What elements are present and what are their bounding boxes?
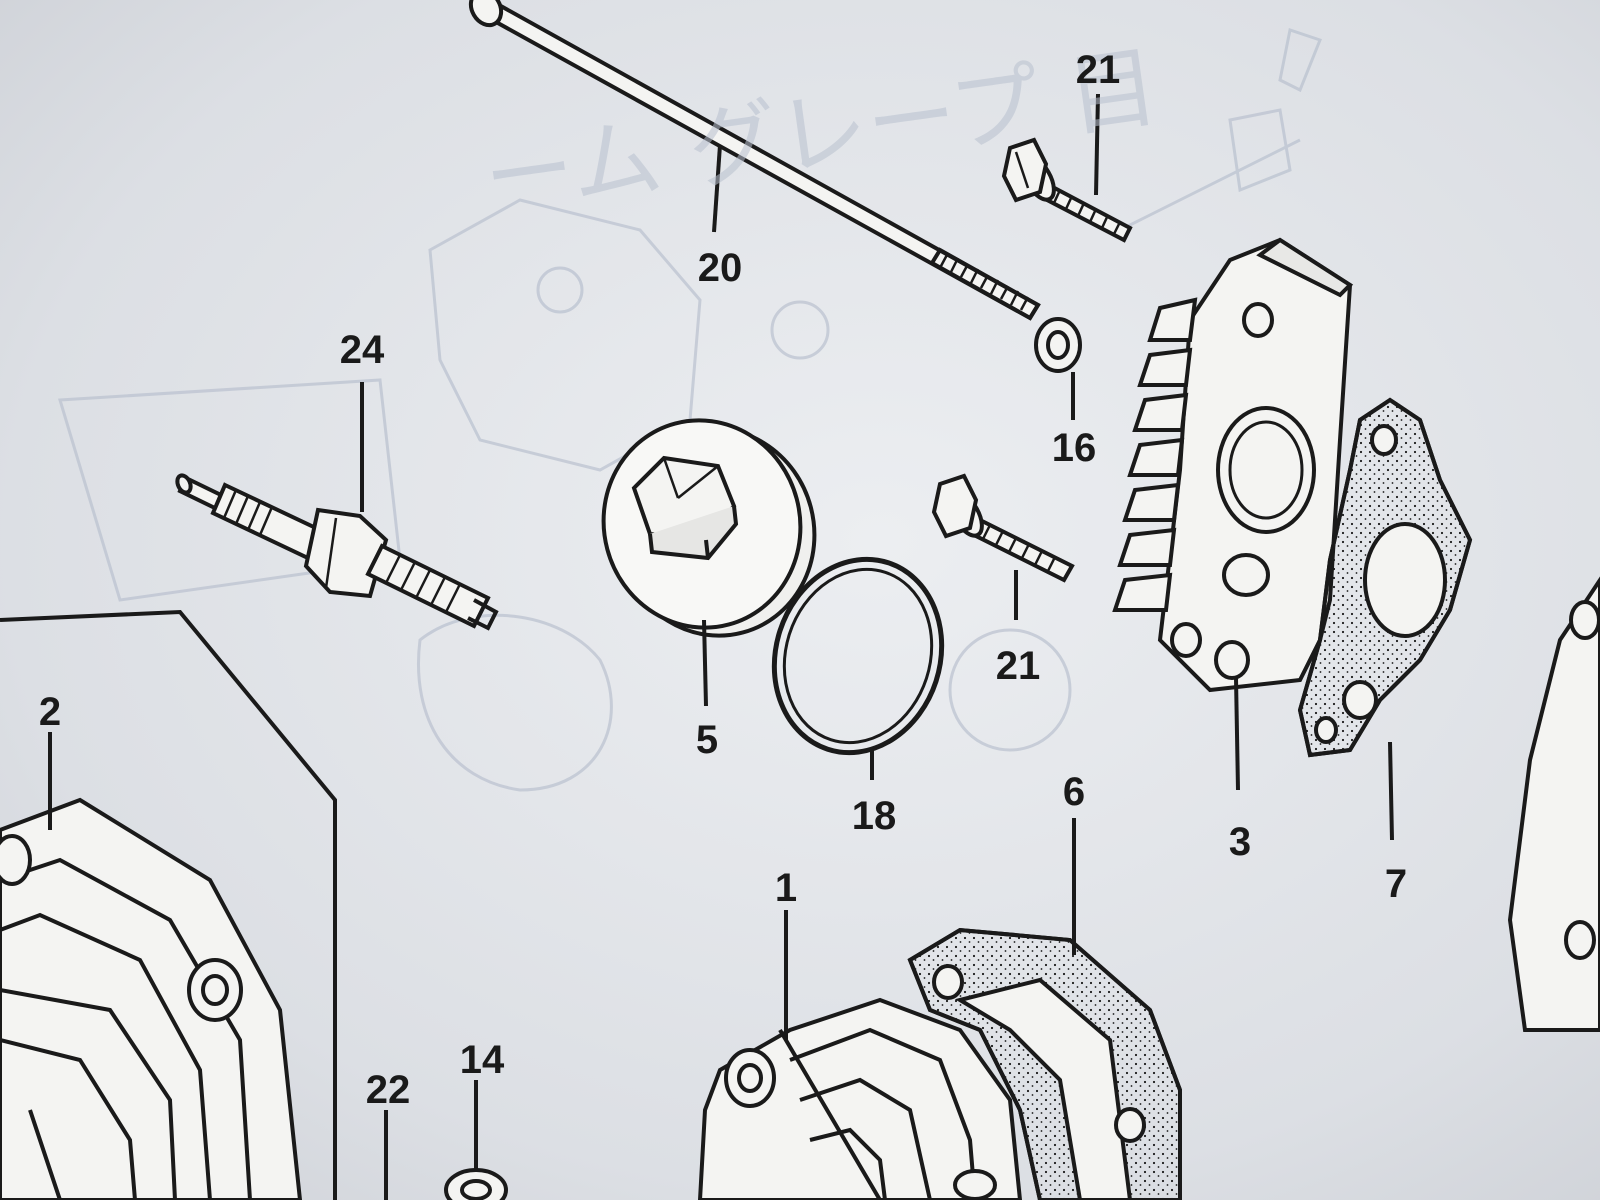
gasket-bottom [907, 927, 1182, 1200]
callout-2: 2 [38, 690, 62, 734]
callout-20: 20 [697, 246, 743, 290]
callout-7: 7 [1384, 862, 1408, 906]
callout-21-lower: 21 [995, 644, 1041, 688]
o-ring [771, 556, 945, 756]
callout-3: 3 [1228, 820, 1252, 864]
partial-part-right-edge [1507, 576, 1600, 1032]
callout-1: 1 [774, 866, 798, 910]
callout-18: 18 [851, 794, 897, 838]
long-stud-bolt [468, 0, 1041, 321]
callout-24: 24 [339, 328, 385, 372]
callout-14: 14 [459, 1038, 505, 1082]
spark-plug [175, 473, 499, 631]
callout-22: 22 [365, 1068, 411, 1112]
callout-16: 16 [1051, 426, 1097, 470]
flange-bolt-upper [1001, 137, 1133, 243]
washer [1034, 317, 1082, 373]
seal-ring [444, 1168, 508, 1200]
flange-bolt-lower [931, 473, 1075, 583]
gasket-right [1297, 397, 1473, 758]
finned-body [1112, 237, 1354, 693]
cylinder-head-bottom [697, 997, 1023, 1200]
cylinder-head-left [0, 609, 337, 1200]
callout-6: 6 [1062, 770, 1086, 814]
callout-5: 5 [695, 718, 719, 762]
drain-plug [601, 418, 817, 638]
callout-21-upper: 21 [1075, 48, 1121, 92]
leader-lines [48, 93, 1394, 1170]
